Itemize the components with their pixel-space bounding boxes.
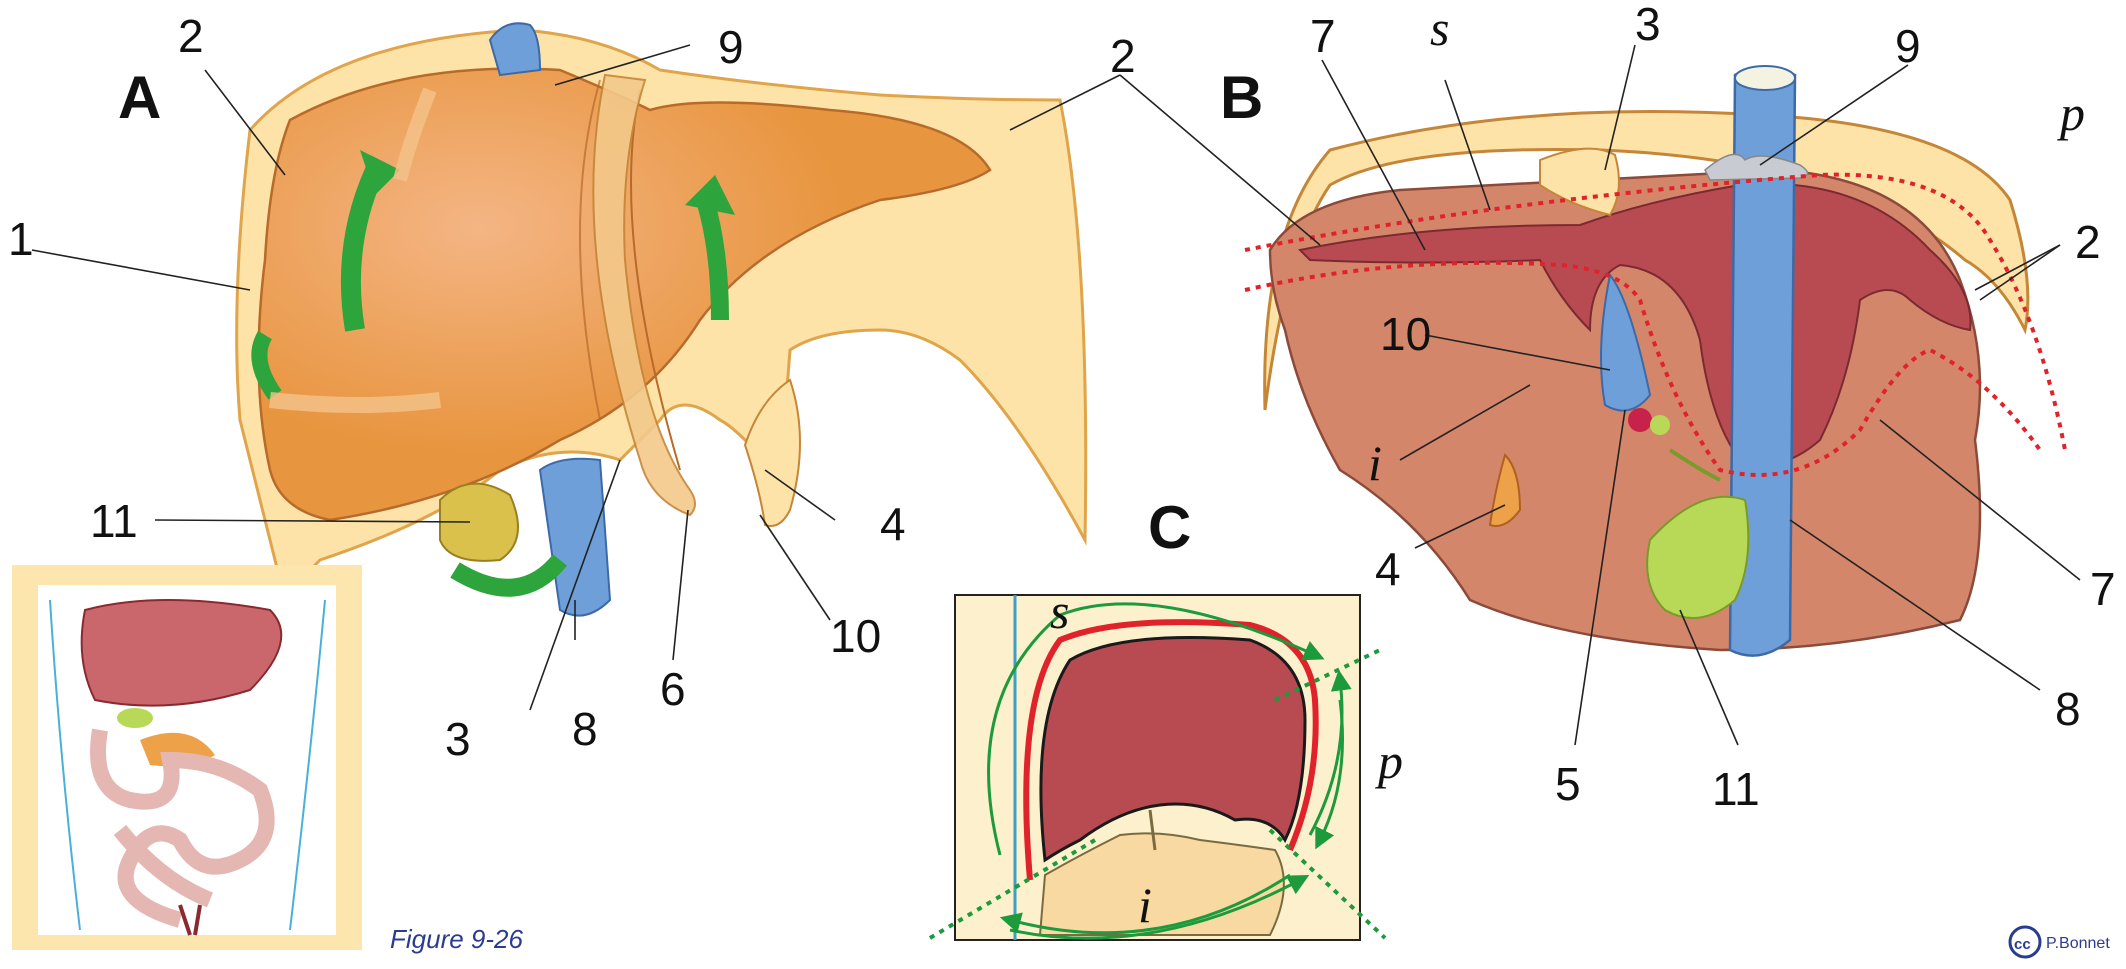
label-9b: 9 xyxy=(1895,20,1921,72)
label-7-top-b: 7 xyxy=(1310,10,1336,62)
panel-label-b: B xyxy=(1220,64,1263,131)
cc-mark: cc xyxy=(2014,936,2031,953)
panel-c: C s p i xyxy=(928,494,1403,941)
label-p-b: p xyxy=(2057,85,2085,141)
green-arrow-2 xyxy=(696,197,729,321)
label-7-bottom-b: 7 xyxy=(2090,563,2116,615)
figure-caption: Figure 9-26 xyxy=(390,924,523,954)
panel-label-a: A xyxy=(118,64,161,131)
label-2-b: 2 xyxy=(2075,216,2101,268)
label-11a: 11 xyxy=(90,495,138,547)
label-3a: 3 xyxy=(445,713,471,765)
vena-cava-top-a xyxy=(488,22,542,77)
label-2a: 2 xyxy=(178,10,204,62)
panel-b: B 7 s 3 9 p 2 10 i 4 5 11 8 7 xyxy=(1119,0,2116,815)
label-p-c: p xyxy=(1375,733,1403,789)
label-10a: 10 xyxy=(830,610,881,662)
label-4b: 4 xyxy=(1375,543,1401,595)
label-1: 1 xyxy=(8,213,34,265)
hepatic-vein-9 xyxy=(1704,153,1809,181)
label-s-c: s xyxy=(1050,583,1069,639)
thumbnail-liver xyxy=(80,599,283,707)
credit-text: P.Bonnet xyxy=(2046,935,2110,952)
label-i-b: i xyxy=(1368,435,1382,491)
label-3b: 3 xyxy=(1635,0,1661,50)
label-9a: 9 xyxy=(718,21,744,73)
label-2b: 2 xyxy=(1110,30,1136,82)
inferior-vena-cava-a xyxy=(538,457,612,617)
green-arrow-3 xyxy=(450,554,568,597)
label-8a: 8 xyxy=(572,703,598,755)
falciform-ligament xyxy=(592,73,696,517)
label-11b: 11 xyxy=(1712,763,1760,815)
cc-license-icon: cc xyxy=(2008,925,2042,959)
green-arrow-4 xyxy=(251,330,282,400)
bare-area xyxy=(1297,182,1972,466)
panel-a: A 1 2 2 3 4 6 8 9 10 11 xyxy=(8,10,1136,765)
liver-section-c xyxy=(1039,636,1307,863)
label-8b: 8 xyxy=(2055,683,2081,735)
label-5: 5 xyxy=(1555,758,1581,810)
label-10b: 10 xyxy=(1380,308,1431,360)
label-s-b: s xyxy=(1430,0,1449,56)
label-4a: 4 xyxy=(880,498,906,550)
coronary-ligament-3 xyxy=(1539,147,1620,217)
gallbladder-b xyxy=(1646,495,1750,619)
capsule-outer-c xyxy=(1023,619,1319,881)
panel-label-c: C xyxy=(1148,494,1191,561)
thumbnail-intestines xyxy=(90,728,275,928)
round-ligament xyxy=(743,378,801,527)
label-6: 6 xyxy=(660,663,686,715)
label-i-c: i xyxy=(1138,877,1152,933)
abdomen-thumbnail xyxy=(12,565,362,950)
portal-vein-5 xyxy=(1600,272,1652,412)
gallbladder-a xyxy=(439,482,519,562)
